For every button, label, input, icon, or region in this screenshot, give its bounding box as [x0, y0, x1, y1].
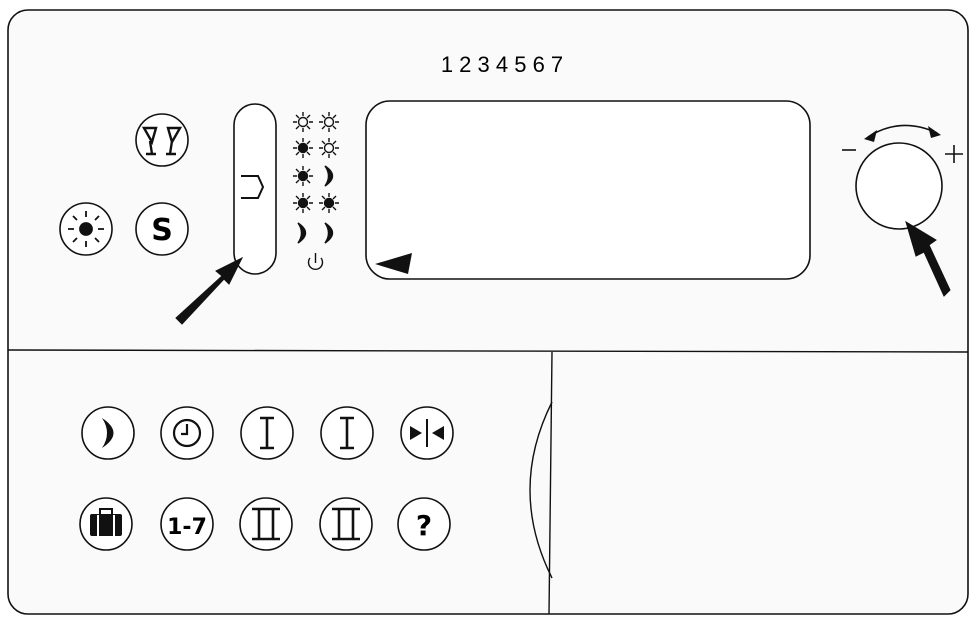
moon-icon: [102, 418, 114, 448]
help-button-label: ?: [416, 509, 432, 542]
program-two-icon: [252, 507, 280, 541]
sun-moon-icon: [293, 165, 334, 187]
mode-select-icon: [241, 175, 265, 199]
rotary-knob[interactable]: [855, 142, 943, 230]
sun-sun-icon: [293, 193, 339, 213]
sun-button[interactable]: [59, 202, 113, 256]
night-button[interactable]: [81, 406, 135, 460]
cover-divider: [548, 351, 553, 615]
sun-sun-icon: [293, 112, 339, 132]
day-numbers: 1 2 3 4 5 6 7: [441, 52, 563, 77]
plus-icon: [945, 145, 963, 163]
moon-moon-icon: [297, 222, 334, 244]
sun-icon: [68, 211, 104, 247]
program-two-button-b[interactable]: [319, 497, 373, 551]
sun-sun-icon: [293, 138, 339, 158]
program-two-button-a[interactable]: [239, 497, 293, 551]
s-button-label: S: [151, 213, 173, 248]
s-button[interactable]: S: [135, 202, 189, 256]
knob-pointer-arrow: [905, 220, 951, 297]
program-symbols: [293, 112, 339, 270]
clock-button[interactable]: [160, 406, 214, 460]
clock-icon: [172, 418, 202, 448]
program-one-button-a[interactable]: [240, 406, 294, 460]
mode-slider[interactable]: [233, 103, 277, 275]
split-arrows-icon: [410, 419, 444, 447]
help-button[interactable]: ?: [397, 497, 451, 551]
program-two-icon: [332, 507, 360, 541]
program-one-icon: [340, 416, 354, 450]
slider-pointer-arrow: [175, 256, 244, 325]
knob-direction-indicator: [842, 124, 963, 163]
standby-icon: [307, 253, 324, 270]
lcd-display: [365, 100, 811, 280]
suitcase-icon: [90, 508, 122, 536]
split-button[interactable]: [400, 406, 454, 460]
champagne-glasses-icon: [141, 126, 183, 156]
party-button[interactable]: [135, 113, 189, 167]
week-button[interactable]: 1-7: [160, 497, 214, 551]
pointer-arrows: [175, 220, 951, 325]
panel-divider: [7, 349, 969, 353]
display-pointer-arrow: [375, 253, 412, 274]
week-button-label: 1-7: [167, 515, 207, 540]
cover-flap-edge: [529, 401, 553, 579]
program-one-button-b[interactable]: [320, 406, 374, 460]
program-one-icon: [260, 416, 274, 450]
holiday-button[interactable]: [79, 497, 133, 551]
